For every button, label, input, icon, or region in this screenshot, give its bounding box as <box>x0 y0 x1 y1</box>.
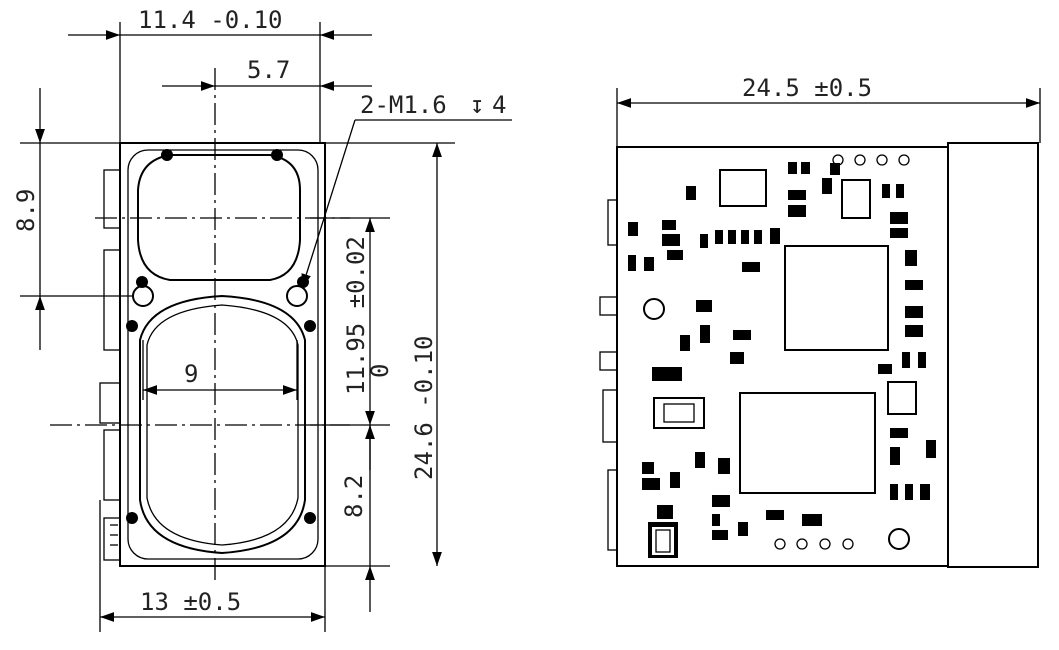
dim-height-upper-label: 8.9 <box>12 189 40 232</box>
thread-callout: 2-M1.6 ↧ 4 <box>301 91 512 289</box>
mounting-hole-right <box>286 285 308 307</box>
connector-block <box>947 142 1039 568</box>
lower-lens <box>139 294 306 555</box>
dim-height-lower: 8.2 <box>310 424 390 612</box>
dim-height-upper: 8.9 <box>12 88 133 350</box>
side-tab-5 <box>103 517 121 561</box>
dim-pcb-width-label: 24.5 ±0.5 <box>742 74 872 102</box>
pcb-top-view <box>599 142 1039 568</box>
pcb-hole-right <box>888 528 910 550</box>
pcb-hole-left <box>643 298 665 320</box>
dim-lens-width-label: 9 <box>184 360 198 388</box>
ic-chip-upper <box>784 245 889 351</box>
dim-lens-width: 9 <box>142 340 298 400</box>
dim-hole-spacing: 11.95 ±0.02 0 <box>310 217 394 425</box>
mounting-hole-left <box>132 285 154 307</box>
dim-pcb-width: 24.5 ±0.5 <box>616 74 1041 147</box>
dim-hole-spacing-label: 11.95 ±0.02 <box>342 236 370 395</box>
side-tab-2 <box>103 249 121 351</box>
dim-total-height: 24.6 -0.10 <box>325 142 455 566</box>
thread-depth-symbol: ↧ <box>470 91 484 119</box>
thread-depth-label: 4 <box>492 91 506 119</box>
side-tab-1 <box>103 169 121 229</box>
pcb-board <box>616 146 949 567</box>
lens-module-front-view <box>50 68 350 580</box>
side-tab-4 <box>103 429 121 501</box>
upper-lens <box>137 154 301 281</box>
dim-half-width: 5.7 <box>162 56 372 91</box>
dim-height-lower-label: 8.2 <box>340 475 368 518</box>
dim-total-height-label: 24.6 -0.10 <box>410 336 438 481</box>
ic-chip-lower <box>739 392 876 494</box>
dim-base-width: 13 ±0.5 <box>99 500 326 632</box>
module-inner-outline <box>127 149 319 560</box>
dim-zero-label: 0 <box>366 364 394 378</box>
thread-note-label: 2-M1.6 <box>360 91 447 119</box>
dim-width-top: 11.4 -0.10 <box>68 6 372 143</box>
dim-half-width-label: 5.7 <box>247 56 290 84</box>
side-tab-3 <box>99 382 121 424</box>
dim-width-top-label: 11.4 -0.10 <box>138 6 283 34</box>
dim-base-width-label: 13 ±0.5 <box>140 588 241 616</box>
module-outline <box>119 142 326 567</box>
